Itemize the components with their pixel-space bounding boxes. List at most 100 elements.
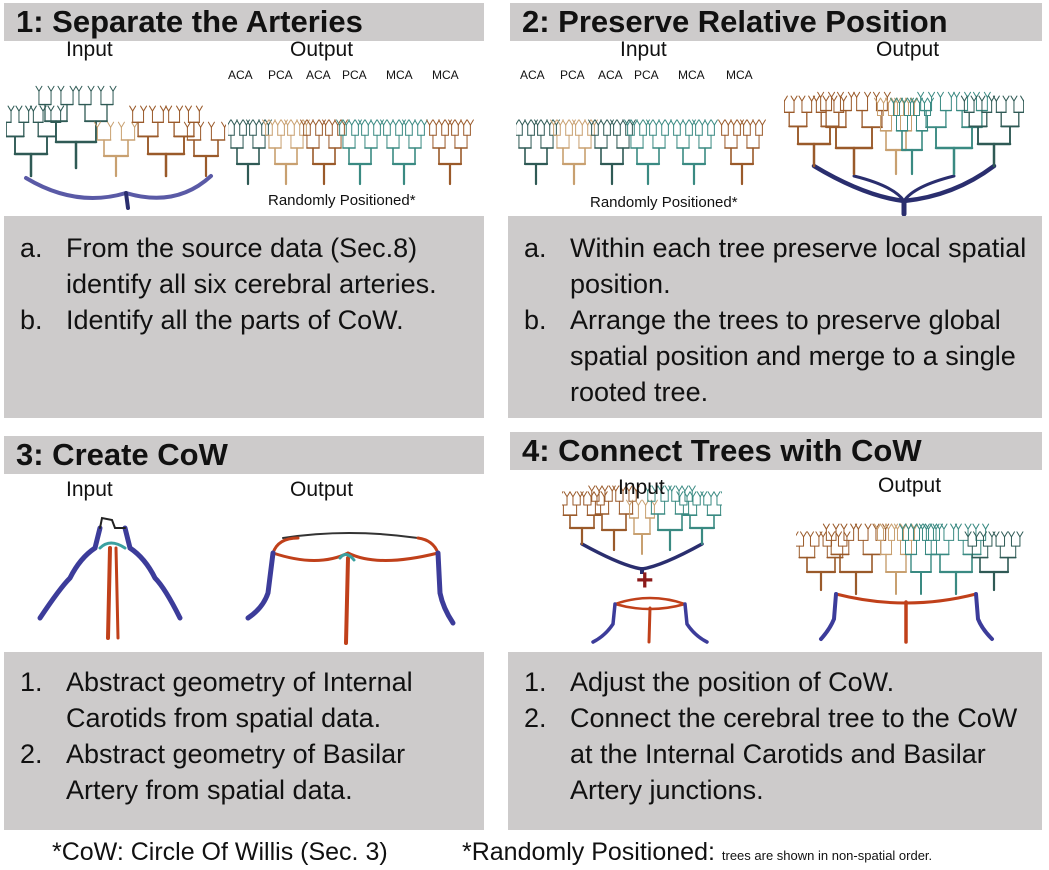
branch	[985, 523, 990, 530]
branch	[872, 91, 877, 98]
artery-label: PCA	[268, 68, 293, 82]
branch	[963, 95, 968, 102]
branch	[686, 491, 691, 498]
branch	[822, 523, 827, 530]
branch	[587, 491, 592, 498]
branch	[903, 97, 908, 104]
branch	[117, 121, 122, 128]
branch	[900, 97, 905, 104]
branch	[25, 105, 30, 112]
branch	[736, 119, 741, 126]
branch	[339, 119, 344, 126]
branch	[891, 523, 896, 530]
branch	[692, 119, 697, 126]
branch	[857, 523, 862, 530]
branch	[57, 105, 62, 112]
branch	[594, 119, 599, 126]
panel-4-input-label: Input	[618, 476, 665, 499]
branch	[684, 485, 689, 492]
vessel	[591, 602, 617, 644]
branch	[284, 119, 289, 126]
branch	[364, 119, 369, 126]
branch	[796, 531, 799, 537]
panel-4-plus: +	[636, 564, 654, 597]
branch	[822, 95, 827, 102]
branch	[639, 119, 644, 126]
branch	[629, 499, 634, 506]
step-text: Adjust the position of CoW.	[570, 667, 895, 697]
panel-2-random-note: Randomly Positioned*	[590, 194, 738, 211]
branch	[96, 121, 101, 128]
branch	[534, 119, 539, 126]
branch	[183, 121, 188, 128]
branch	[992, 531, 997, 538]
step-item: 1.Abstract geometry of Internal Carotids…	[20, 664, 474, 736]
branch	[398, 119, 403, 126]
step-marker: a.	[524, 233, 547, 263]
branch	[429, 119, 434, 126]
branch	[90, 85, 95, 92]
branch	[386, 119, 391, 126]
branch	[867, 523, 872, 530]
panel-4-title: 4: Connect Trees with CoW	[510, 432, 1042, 470]
artery-label: ACA	[598, 68, 623, 82]
branch	[986, 91, 991, 98]
branch	[927, 97, 932, 104]
branch	[883, 91, 888, 98]
branch	[47, 105, 52, 112]
branch	[909, 523, 914, 530]
branch	[616, 119, 621, 126]
branch	[38, 85, 43, 92]
branch	[685, 119, 690, 126]
branch	[916, 523, 921, 530]
branch	[242, 119, 247, 126]
branch	[689, 491, 694, 498]
branch	[755, 119, 760, 126]
branch	[469, 119, 474, 126]
step-text: From the source data (Sec.8) identify al…	[66, 233, 437, 299]
panel-2-steps: a.Within each tree preserve local spatia…	[508, 216, 1042, 418]
branch	[901, 523, 906, 530]
branch	[612, 485, 617, 492]
branch	[815, 95, 820, 102]
branch	[600, 491, 605, 498]
branch	[572, 491, 577, 498]
vessel	[271, 536, 300, 555]
branch	[540, 119, 545, 126]
branch	[880, 97, 885, 104]
branch	[383, 119, 388, 126]
branch	[995, 531, 1000, 538]
artery-label: PCA	[342, 68, 367, 82]
footnote-random: *Randomly Positioned: trees are shown in…	[462, 838, 932, 867]
branch	[884, 523, 889, 530]
branch	[348, 119, 353, 126]
branch	[716, 491, 721, 498]
branch	[524, 119, 529, 126]
step-item: 2.Abstract geometry of Basilar Artery fr…	[20, 736, 474, 808]
branch	[964, 523, 969, 530]
branch	[837, 531, 842, 538]
branch	[867, 91, 872, 98]
branch	[131, 121, 136, 128]
branch	[681, 485, 686, 492]
branch	[107, 121, 112, 128]
branch	[325, 119, 330, 126]
step-marker: 1.	[20, 667, 43, 697]
step-item: 2.Connect the cerebral tree to the CoW a…	[524, 700, 1032, 808]
branch	[591, 119, 596, 126]
branch	[132, 105, 137, 112]
branch	[268, 119, 273, 126]
step-marker: b.	[20, 305, 43, 335]
branch	[615, 485, 620, 492]
branch	[563, 491, 568, 498]
branch	[758, 119, 763, 126]
vessel	[852, 174, 956, 204]
branch	[370, 119, 375, 126]
artery-label: ACA	[520, 68, 545, 82]
branch	[588, 119, 593, 126]
branch	[678, 485, 683, 492]
branch	[925, 523, 930, 530]
branch	[880, 523, 885, 530]
branch	[351, 119, 356, 126]
branch	[960, 95, 965, 102]
